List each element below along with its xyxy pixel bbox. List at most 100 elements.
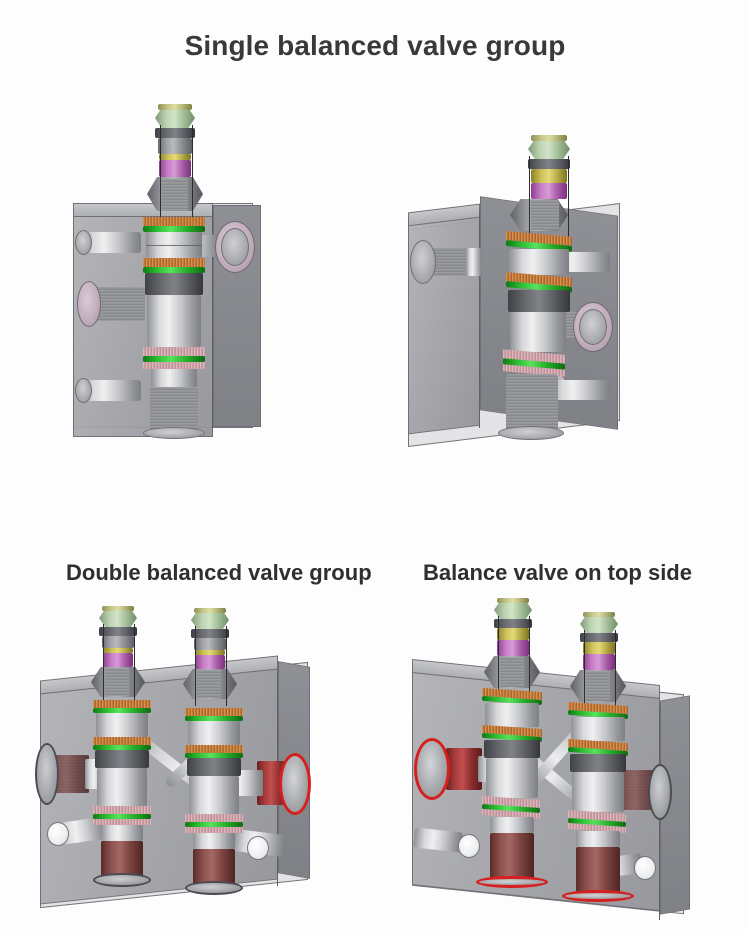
cartridge-dark-section bbox=[508, 290, 570, 312]
cartridge-dark-section bbox=[145, 273, 203, 295]
valve1-section-2 bbox=[97, 768, 147, 806]
valve-cap-hex-nut bbox=[528, 138, 570, 160]
threaded-port-left-face bbox=[410, 240, 436, 284]
figure-single-balanced-valve-rotated bbox=[398, 120, 663, 465]
valve2-outline-wire-left bbox=[584, 630, 585, 710]
valve1-bottom-flange bbox=[93, 873, 151, 887]
valve-yellow-ring bbox=[159, 154, 191, 160]
valve1-section-2 bbox=[486, 758, 538, 798]
bore-lower-right-face bbox=[634, 856, 656, 880]
threaded-port-right-bore bbox=[579, 309, 607, 345]
valve1-cap-olive-ring bbox=[497, 598, 529, 603]
valve-outline-wire-right bbox=[192, 125, 193, 217]
block-edge-vertical bbox=[479, 212, 480, 428]
figure-single-balanced-valve-front bbox=[55, 95, 315, 465]
cartridge-section-2 bbox=[147, 295, 201, 347]
valve2-dark-section bbox=[187, 758, 241, 776]
valve-cap-collar bbox=[528, 159, 570, 169]
valve1-dark-section bbox=[95, 750, 149, 768]
valve1-bottom-maroon bbox=[490, 833, 534, 881]
valve1-outline-wire-left bbox=[103, 624, 104, 704]
valve2-cap-hex-nut bbox=[191, 610, 229, 630]
cartridge-pink-band bbox=[143, 347, 205, 356]
valve1-copper-band-1 bbox=[93, 700, 151, 708]
valve1-spring-threads bbox=[500, 657, 524, 687]
cartridge-section-2 bbox=[510, 312, 566, 352]
cartridge-lower-neck bbox=[151, 369, 197, 387]
valve-cap-olive-ring bbox=[531, 135, 567, 141]
valve1-spool-magenta bbox=[103, 653, 133, 667]
valve-outline-wire-right bbox=[568, 156, 569, 240]
cartridge-oring-3 bbox=[143, 356, 205, 362]
valve-spool-magenta bbox=[531, 183, 567, 199]
port-left-collar bbox=[466, 248, 482, 276]
valve2-bottom-flange bbox=[562, 890, 634, 902]
valve1-yellow-ring bbox=[497, 628, 529, 640]
figure-double-balanced-valve-group bbox=[35, 598, 360, 923]
valve2-cap-olive-ring bbox=[583, 612, 615, 617]
block-edge-vertical bbox=[212, 205, 213, 429]
valve2-bottom-flange bbox=[185, 881, 243, 895]
valve1-outline-wire-right bbox=[134, 624, 135, 704]
valve2-oring-2 bbox=[185, 753, 243, 758]
valve1-spring-threads bbox=[105, 668, 129, 696]
valve2-oring-1 bbox=[185, 716, 243, 721]
cad-render-bottom-left bbox=[35, 598, 360, 923]
valve1-dark-section bbox=[484, 740, 540, 758]
port-left-red-seal bbox=[414, 738, 450, 800]
cad-render-top-right bbox=[398, 120, 663, 465]
valve1-bottom-flange bbox=[476, 876, 548, 888]
valve-spring-threads bbox=[162, 179, 188, 211]
valve2-cap-hex-nut bbox=[580, 614, 618, 634]
valve-spring-threads bbox=[531, 200, 559, 230]
valve2-cap-olive-ring bbox=[194, 608, 226, 613]
valve1-cap-collar bbox=[494, 619, 532, 628]
valve1-cap-hex-nut bbox=[99, 608, 137, 628]
valve1-neck bbox=[490, 817, 534, 833]
port-bore-upper-left bbox=[79, 232, 141, 253]
port-right-maroon-seal bbox=[648, 764, 672, 820]
valve2-section-2 bbox=[572, 772, 624, 812]
valve2-spring-threads bbox=[197, 670, 221, 698]
valve2-yellow-ring bbox=[195, 650, 225, 655]
valve-upper-barrel bbox=[158, 138, 192, 154]
valve1-oring-2 bbox=[93, 745, 151, 750]
cartridge-oring-2 bbox=[143, 267, 205, 273]
valve2-spool-magenta bbox=[583, 654, 615, 670]
cartridge-bottom-threads bbox=[150, 387, 198, 433]
valve-outline-wire-left bbox=[529, 156, 530, 240]
valve1-pink-band-2 bbox=[93, 819, 151, 825]
port-lower-right-bore bbox=[548, 380, 610, 400]
valve2-cap-collar bbox=[191, 629, 229, 638]
cartridge-bottom-flange bbox=[143, 427, 205, 439]
port-right-red-seal bbox=[279, 753, 311, 815]
valve2-section-2 bbox=[189, 776, 239, 814]
valve1-pink-band bbox=[93, 806, 151, 814]
valve1-outline-wire-left bbox=[498, 616, 499, 696]
valve-spool-magenta bbox=[159, 160, 191, 177]
port-left-red bbox=[446, 748, 482, 790]
cad-render-bottom-right bbox=[398, 598, 733, 923]
caption-balance-valve-on-top-side: Balance valve on top side bbox=[423, 560, 692, 585]
cartridge-copper-band-2 bbox=[143, 258, 205, 267]
valve2-spring-threads bbox=[586, 671, 610, 701]
bore-lower-left-face bbox=[458, 834, 480, 858]
valve2-neck bbox=[193, 833, 235, 849]
valve2-section-1 bbox=[571, 717, 625, 741]
valve2-oring-3 bbox=[185, 822, 243, 827]
valve2-outline-wire-right bbox=[615, 630, 616, 710]
cartridge-oring-1 bbox=[143, 226, 205, 232]
valve1-outline-wire-right bbox=[529, 616, 530, 696]
caption-double-balanced-valve-group: Double balanced valve group bbox=[66, 560, 372, 585]
valve1-section-1 bbox=[485, 703, 539, 727]
valve2-copper-band-1 bbox=[185, 708, 243, 716]
valve-cap-collar bbox=[155, 128, 195, 138]
valve2-dark-section bbox=[570, 754, 626, 772]
valve1-neck bbox=[101, 825, 143, 841]
cartridge-copper-band-1 bbox=[143, 217, 205, 226]
cad-render-top-left bbox=[55, 95, 315, 465]
valve2-copper-band-2 bbox=[185, 745, 243, 753]
valve2-outline-wire-right bbox=[226, 626, 227, 706]
valve2-outline-wire-left bbox=[195, 626, 196, 706]
